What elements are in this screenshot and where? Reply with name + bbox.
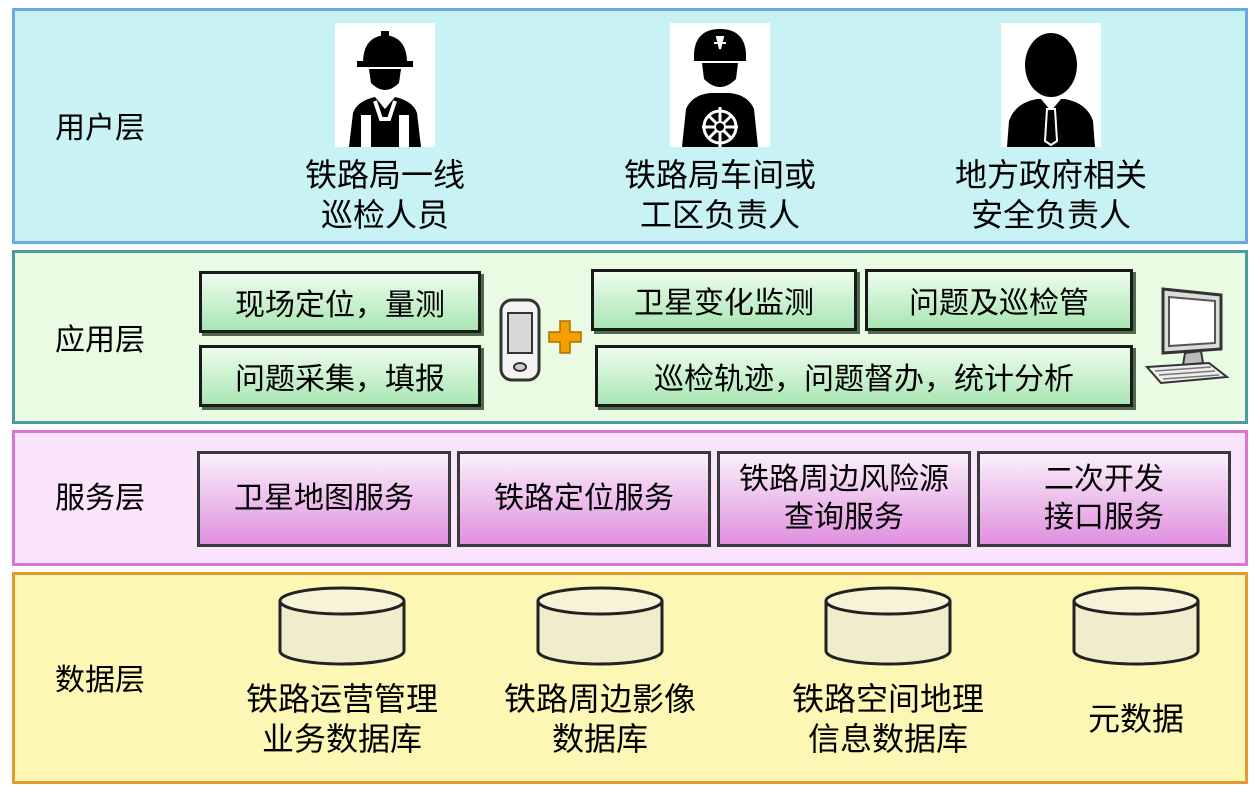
user-name: 铁路局一线 巡检人员 — [304, 156, 465, 234]
user-frontline-inspector: 铁路局一线 巡检人员 — [255, 23, 515, 235]
user-name: 地方政府相关 安全负责人 — [954, 156, 1147, 234]
database-label-metadata: 元数据 — [1087, 700, 1184, 738]
plus-icon — [547, 319, 583, 355]
service-satellite-map: 卫星地图服务 — [197, 451, 451, 547]
database-label-ops: 铁路运营管理 业务数据库 — [245, 680, 438, 758]
database-label-geo: 铁路空间地理 信息数据库 — [791, 680, 984, 758]
user-layer: 用户层 铁路局一线 巡检人员 — [12, 8, 1248, 244]
service-risk-source-query: 铁路周边风险源 查询服务 — [717, 451, 971, 547]
function-locate-measure: 现场定位，量测 — [199, 271, 481, 333]
function-issue-collect: 问题采集，填报 — [199, 345, 481, 407]
service-secondary-dev-api: 二次开发 接口服务 — [977, 451, 1231, 547]
database-label-imagery: 铁路周边影像 数据库 — [503, 680, 696, 758]
database-icon — [277, 585, 407, 667]
captain-icon — [670, 23, 770, 147]
function-satellite-change-monitor: 卫星变化监测 — [591, 269, 857, 331]
database-icon — [823, 585, 953, 667]
official-icon — [1001, 23, 1101, 147]
application-layer: 应用层 现场定位，量测 问题采集，填报 卫星变化监测 问题及巡检管 巡检轨迹，问… — [12, 250, 1248, 424]
user-layer-label: 用户层 — [55, 111, 145, 146]
mobile-phone-icon — [497, 297, 543, 383]
application-layer-label: 应用层 — [55, 323, 145, 358]
user-name: 铁路局车间或 工区负责人 — [623, 156, 816, 234]
database-icon — [1071, 585, 1201, 667]
database-icon — [535, 585, 665, 667]
service-layer-label: 服务层 — [55, 481, 145, 516]
data-layer: 数据层 铁路运营管理 业务数据库 铁路周边影像 数据库 铁路空间地理 信息数据库… — [12, 572, 1248, 784]
function-track-supervise-stats: 巡检轨迹，问题督办，统计分析 — [595, 345, 1133, 407]
service-railway-positioning: 铁路定位服务 — [457, 451, 711, 547]
data-layer-label: 数据层 — [55, 663, 145, 698]
worker-icon — [335, 23, 435, 147]
desktop-computer-icon — [1141, 283, 1231, 391]
user-workshop-manager: 铁路局车间或 工区负责人 — [590, 23, 850, 235]
user-government-official: 地方政府相关 安全负责人 — [921, 23, 1181, 235]
function-issue-inspection-mgmt: 问题及巡检管 — [865, 269, 1133, 331]
service-layer: 服务层 卫星地图服务 铁路定位服务 铁路周边风险源 查询服务 二次开发 接口服务 — [12, 430, 1248, 566]
